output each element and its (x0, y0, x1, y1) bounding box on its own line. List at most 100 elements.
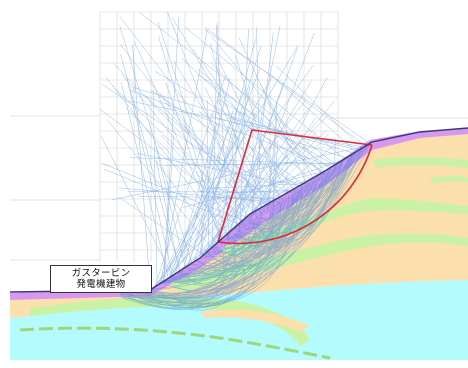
trial-slip-arc (169, 203, 280, 278)
trial-radius-line (179, 123, 277, 207)
trial-radius-line (198, 111, 307, 187)
trial-radius-line (210, 62, 324, 175)
trial-radius-line (239, 32, 315, 231)
trial-radius-line (101, 163, 251, 224)
trial-radius-line (113, 63, 261, 217)
trial-radius-line (261, 168, 279, 216)
trial-slip-arc (182, 161, 343, 270)
trial-radius-line (126, 77, 173, 275)
trial-radius-line (187, 68, 261, 265)
horizontal-guide-lines (10, 115, 468, 261)
trial-slip-arc (120, 234, 245, 307)
trial-radius-line (118, 187, 281, 204)
trial-slip-arc (139, 155, 352, 308)
green-dashed-band (19, 326, 331, 360)
trial-radius-line (156, 75, 273, 286)
trial-slip-arc (251, 202, 283, 233)
trial-slip-arc (234, 194, 294, 243)
trial-radius-line (155, 64, 314, 287)
trial-radius-line (199, 95, 219, 257)
trial-radius-line (226, 117, 360, 151)
geology-cross-section (10, 128, 468, 360)
trial-radius-line (155, 159, 219, 245)
building-label-line1: ガスタービン (71, 268, 131, 279)
trial-radius-line (199, 39, 256, 257)
trial-radius-line (106, 119, 213, 249)
trial-radius-line (163, 17, 179, 282)
trial-radius-line (182, 169, 331, 208)
trial-radius-line (125, 107, 243, 229)
trial-slip-arc (121, 242, 225, 310)
trial-radius-line (133, 87, 355, 154)
trial-radius-line (250, 32, 274, 223)
trial-radius-line (99, 109, 252, 223)
trial-radius-line (160, 29, 208, 283)
trial-radius-line (238, 25, 281, 232)
trial-radius-line (137, 195, 288, 199)
trial-radius-line (247, 76, 328, 226)
trial-slip-arc (137, 142, 371, 307)
trial-radius-line (204, 26, 367, 147)
trial-radius-line (103, 168, 246, 227)
green-layer-lower (30, 296, 310, 346)
trial-slip-arc (193, 150, 360, 265)
trial-slip-arc (214, 165, 337, 250)
trial-slip-arc (252, 197, 290, 230)
water-layer (10, 280, 468, 360)
trial-radius-line (249, 196, 280, 224)
trial-radius-line (259, 83, 315, 181)
trial-radius-line (168, 100, 306, 278)
trial-radius-line (275, 79, 357, 153)
ground-surface-line (9, 127, 468, 293)
trial-slip-arc (203, 204, 279, 255)
trial-slip-arc (233, 206, 275, 247)
trial-slip-arc (160, 166, 336, 292)
trial-slip-arc (127, 179, 316, 309)
trial-radius-line (223, 133, 330, 241)
trial-radius-line (211, 153, 289, 250)
trial-radius-line (181, 58, 313, 182)
trial-slip-arc (124, 174, 325, 309)
trial-radius-line (237, 131, 317, 232)
trial-radius-line (197, 147, 294, 195)
trial-radius-line (181, 130, 326, 269)
trial-radius-line (204, 29, 371, 144)
trial-slip-arc (130, 170, 330, 310)
trial-slip-arc (149, 161, 343, 299)
green-streak-right (430, 176, 468, 183)
trial-radius-line (205, 182, 311, 189)
trial-radius-line (169, 88, 246, 278)
trial-slip-arc (243, 154, 354, 242)
critical-failure-surface (217, 129, 373, 245)
trial-radius-line (154, 194, 236, 288)
trial-radius-line (184, 143, 336, 268)
trial-radius-line (139, 12, 337, 166)
trial-radius-line (158, 36, 223, 242)
trial-radius-line (100, 135, 173, 276)
trial-radius-line (152, 153, 263, 289)
trial-radius-line (216, 86, 251, 246)
trial-slip-arc (133, 173, 326, 300)
trial-slip-arc (253, 166, 337, 247)
trial-slip-arc (238, 199, 286, 235)
trial-radius-line (333, 138, 336, 168)
trial-radius-line (211, 22, 218, 249)
trial-slip-arc (150, 240, 227, 304)
building-label: ガスタービン 発電機建物 (50, 265, 152, 293)
trial-radius-line (239, 38, 308, 186)
trial-radius-line (168, 165, 267, 278)
trial-radius-line (194, 150, 286, 261)
trial-slip-arc (226, 199, 286, 266)
trial-radius-line (209, 115, 348, 159)
trial-radius-line (132, 44, 151, 290)
trial-radius-line (211, 36, 327, 173)
trial-radius-line (120, 72, 247, 227)
trial-radius-line (198, 74, 332, 170)
trial-radius-line (167, 11, 251, 224)
trial-slip-arc (184, 153, 356, 276)
trial-slip-arc (165, 188, 303, 285)
trial-slip-arc (128, 238, 235, 294)
sand-layer (10, 133, 468, 318)
trial-radius-line (275, 65, 363, 149)
